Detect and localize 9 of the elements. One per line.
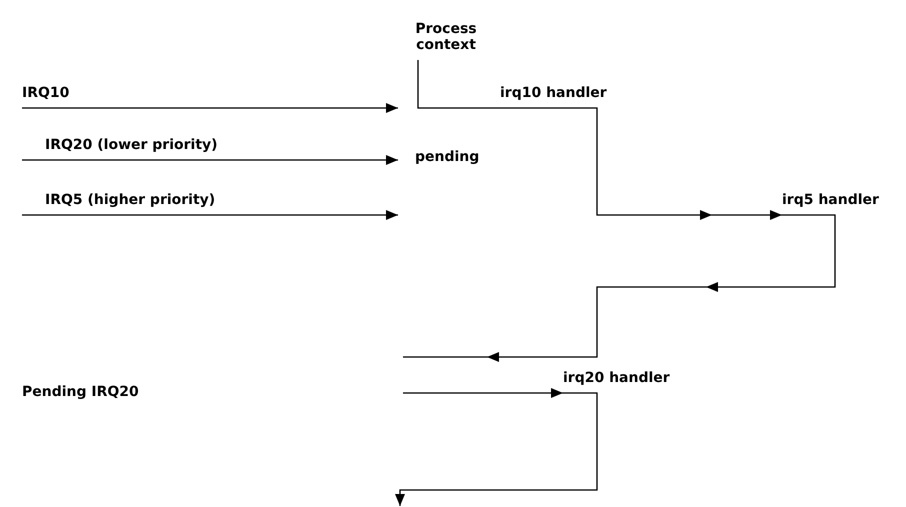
text-label: irq5 handler [782,192,879,215]
text-label: irq10 handler [500,85,607,108]
text-label: pending [398,149,480,172]
text-label: Process context [411,21,481,60]
text-label: Pending IRQ20 [22,384,139,400]
text-label: IRQ10 [22,85,70,108]
text-label: IRQ5 (higher priority) [22,192,216,215]
text-label: irq20 handler [563,370,670,393]
text-label: IRQ20 (lower priority) [22,137,218,160]
